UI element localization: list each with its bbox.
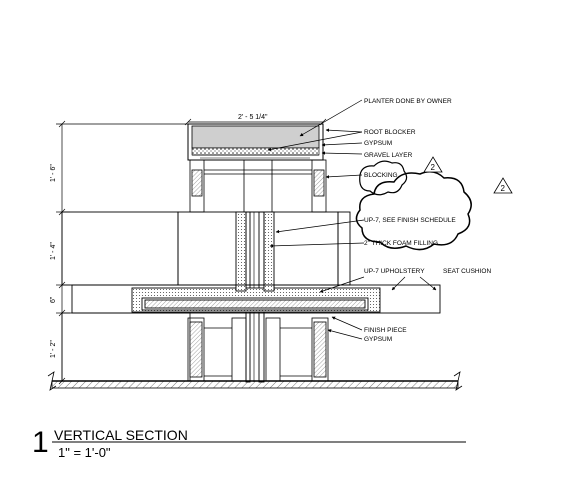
dim-width-top: 2' - 5 1/4" [238, 114, 268, 121]
leader-lines [267, 99, 437, 340]
revision-triangle-1: 2 [423, 156, 443, 173]
dim-height-3: 6" [50, 296, 57, 303]
label-seat-cushion: SEAT CUSHION [443, 268, 491, 275]
dimension-lines [56, 118, 327, 385]
base-frame [61, 312, 329, 382]
title-scale: 1" = 1'-0" [58, 445, 111, 460]
dim-height-2: 1' - 4" [50, 242, 57, 260]
revision-cloud-finish [355, 171, 472, 251]
upper-supports [189, 159, 327, 213]
label-planter: PLANTER DONE BY OWNER [364, 98, 452, 105]
revision-triangle-2: 2 [493, 177, 513, 194]
label-finish-piece: FINISH PIECE [364, 327, 407, 334]
seat [71, 284, 441, 314]
title-number: 1 [32, 426, 49, 459]
label-gypsum-bottom: GYPSUM [364, 336, 392, 343]
dim-height-4: 1' - 2" [50, 340, 57, 358]
label-foam-filling: 2" THICK FOAM FILLING [364, 240, 438, 247]
dim-height-1: 1' - 6" [50, 164, 57, 182]
planter-box [187, 123, 324, 161]
revision-number: 2 [501, 184, 506, 193]
revision-number: 2 [431, 163, 436, 172]
label-up7-upholstery: UP-7 UPHOLSTERY [364, 268, 425, 275]
title-block: 1 VERTICAL SECTION 1" = 1'-0" [32, 426, 466, 460]
label-blocking: BLOCKING [364, 172, 398, 179]
label-gypsum-top: GYPSUM [364, 140, 392, 147]
label-up7-finish: UP-7, SEE FINISH SCHEDULE [364, 217, 456, 224]
label-root-blocker: ROOT BLOCKER [364, 129, 416, 136]
title-text: VERTICAL SECTION [54, 427, 188, 443]
revision-cloud-blocking [359, 160, 408, 196]
label-gravel-layer: GRAVEL LAYER [364, 152, 413, 159]
